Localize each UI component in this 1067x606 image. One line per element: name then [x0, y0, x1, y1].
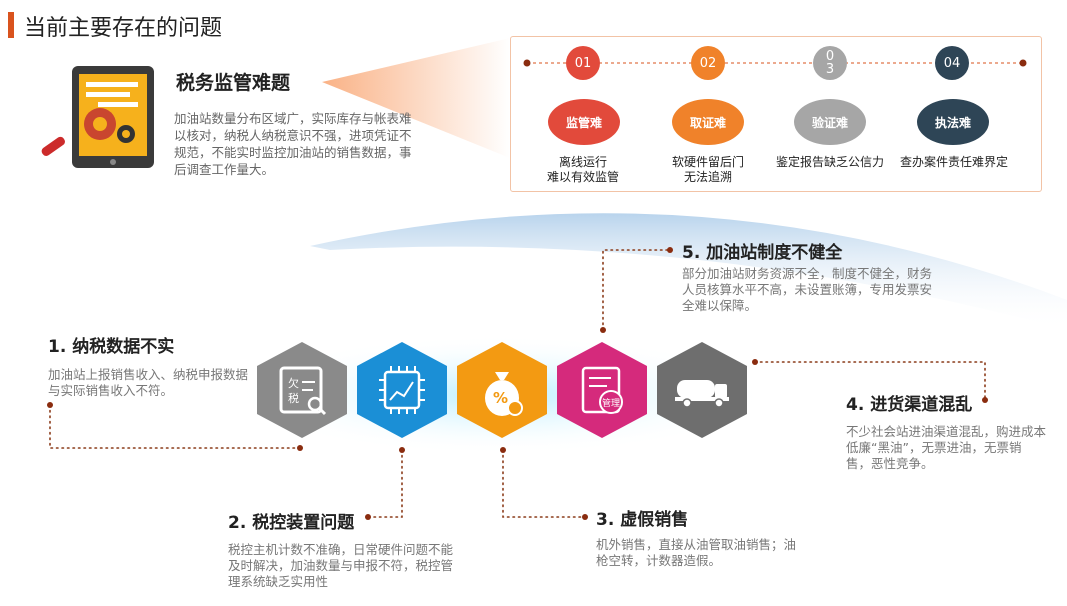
hex-bg-4	[557, 342, 647, 438]
timeline-caption-1: 离线运行难以有效监管	[546, 155, 619, 184]
timeline-line	[523, 59, 1027, 67]
page-title: 当前主要存在的问题	[24, 16, 223, 41]
beam	[322, 38, 510, 158]
problem-1-desc: 加油站上报销售收入、纳税申报数据与实际销售收入不符。	[48, 367, 249, 398]
chip-icon	[379, 366, 425, 414]
percent-badge: %	[493, 389, 508, 407]
tanker-truck-icon	[675, 380, 729, 408]
timeline-label-3: 验证难	[794, 99, 866, 145]
connector-4	[754, 361, 986, 401]
timeline-label-2: 取证难	[672, 99, 744, 145]
section-heading: 税务监管难题	[176, 72, 291, 94]
management-doc-icon: 管理	[581, 366, 623, 414]
connector-5	[602, 249, 671, 331]
tax-form-icon: 欠 税	[279, 366, 327, 416]
management-badge: 管理	[602, 397, 620, 409]
timeline-panel: 01 02 0 3 04 监管难 取证难 验证难 执法难 离线运行难以有效监管 …	[510, 36, 1042, 192]
problem-3-title: 3. 虚假销售	[596, 510, 689, 530]
hex-tax-form: 欠 税	[257, 342, 347, 438]
tax-form-char-2: 税	[288, 391, 299, 405]
problem-2-desc: 税控主机计数不准确，日常硬件问题不能及时解决，加油数量与申报不符，税控管理系统缺…	[228, 542, 454, 589]
timeline-number-2: 02	[691, 46, 725, 80]
timeline-label-4: 执法难	[917, 99, 989, 145]
timeline-caption-3: 鉴定报告缺乏公信力	[775, 155, 884, 169]
hex-bg-2	[357, 342, 447, 438]
title-accent-bar	[8, 12, 14, 38]
problem-4-desc: 不少社会站进油渠道混乱，购进成本低廉“黑油”，无票进油，无票销售，恶性竞争。	[846, 424, 1047, 471]
money-bag-icon: %	[485, 372, 523, 416]
timeline-label-1: 监管难	[548, 99, 620, 145]
connector-3	[502, 449, 586, 518]
section-description: 加油站数量分布区域广，实际库存与帐表难以核对，纳税人纳税意识不强，进项凭证不规范…	[174, 111, 412, 177]
problem-5-title: 5. 加油站制度不健全	[682, 243, 843, 263]
sweep	[310, 213, 1067, 330]
timeline-number-4: 04	[935, 46, 969, 80]
tax-form-char-1: 欠	[288, 376, 299, 390]
hex-money-bag: %	[457, 342, 547, 438]
connector-2	[367, 449, 403, 518]
connector-1	[49, 404, 301, 449]
hex-chip	[357, 342, 447, 438]
problem-3-desc: 机外销售，直接从油管取油销售；油枪空转，计数器造假。	[596, 537, 797, 568]
timeline-number-1: 01	[566, 46, 600, 80]
problem-1-title: 1. 纳税数据不实	[48, 337, 175, 357]
problem-2-title: 2. 税控装置问题	[228, 513, 355, 533]
timeline-caption-4: 查办案件责任难界定	[899, 155, 1008, 169]
timeline-number-3: 0 3	[813, 46, 847, 80]
problem-5-desc: 部分加油站财务资源不全，制度不健全，财务人员核算水平不高，未设置账簿，专用发票安…	[682, 266, 933, 313]
timeline-caption-2: 软硬件留后门无法追溯	[671, 155, 744, 184]
hex-tanker	[657, 342, 747, 438]
hex-management: 管理	[557, 342, 647, 438]
tablet-gears-icon	[41, 66, 154, 168]
problem-4-title: 4. 进货渠道混乱	[846, 395, 973, 415]
